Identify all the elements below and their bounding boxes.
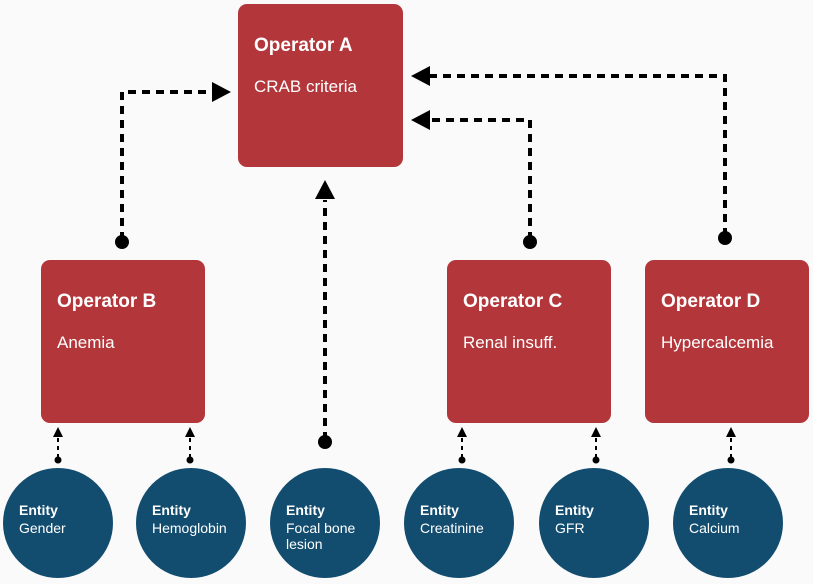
arrowhead-d-to-a — [411, 66, 430, 86]
entity-name: Hemoglobin — [152, 520, 227, 536]
arrowhead-c-to-a — [411, 110, 430, 130]
operator-c-box[interactable]: Operator C Renal insuff. — [447, 260, 611, 423]
connector-b-to-a — [120, 90, 214, 240]
entity-label: Entity — [689, 502, 728, 518]
arrowhead-hemoglobin-to-b — [185, 427, 195, 437]
arrowhead-gfr-to-c — [591, 427, 601, 437]
operator-a-title: Operator A — [254, 35, 353, 56]
arrowhead-calcium-to-d — [726, 427, 736, 437]
operator-d-title: Operator D — [661, 291, 761, 312]
operator-b-box[interactable]: Operator B Anemia — [41, 260, 205, 423]
entity-label: Entity — [555, 502, 594, 518]
operator-d-box[interactable]: Operator D Hypercalcemia — [645, 260, 809, 423]
source-dot-gender — [54, 456, 62, 464]
connector-d-to-a — [428, 74, 727, 236]
entity-label: Entity — [19, 502, 58, 518]
arrowhead-focal-bone-lesion-to-a — [315, 180, 335, 199]
source-dot-calcium — [727, 456, 735, 464]
operator-a-subtitle: CRAB criteria — [254, 77, 357, 96]
arrowhead-creatinine-to-c — [457, 427, 467, 437]
source-dot-hemoglobin — [186, 456, 194, 464]
arrowhead-gender-to-b — [53, 427, 63, 437]
entity-creatinine-node[interactable]: Entity Creatinine — [404, 468, 514, 578]
entity-label: Entity — [286, 502, 325, 518]
entity-label: Entity — [420, 502, 459, 518]
entity-focal-bone-lesion-node[interactable]: Entity Focal bone lesion — [270, 468, 380, 578]
source-dot-b — [115, 235, 129, 249]
entity-name: Focal bone lesion — [286, 520, 356, 552]
operator-a-box[interactable]: Operator A CRAB criteria — [238, 4, 403, 167]
operator-b-title: Operator B — [57, 291, 157, 312]
arrowhead-b-to-a — [212, 82, 231, 102]
entity-hemoglobin-node[interactable]: Entity Hemoglobin — [136, 468, 246, 578]
entity-name: Calcium — [689, 520, 740, 536]
entity-gender-node[interactable]: Entity Gender — [3, 468, 113, 578]
entity-gfr-node[interactable]: Entity GFR — [539, 468, 649, 578]
operator-c-subtitle: Renal insuff. — [463, 333, 558, 352]
connector-c-to-a — [428, 118, 532, 240]
source-dot-gfr — [592, 456, 600, 464]
entity-name: Gender — [19, 520, 66, 536]
entity-calcium-node[interactable]: Entity Calcium — [673, 468, 783, 578]
operator-b-subtitle: Anemia — [57, 333, 115, 352]
source-dot-c — [523, 235, 537, 249]
entity-label: Entity — [152, 502, 191, 518]
source-dot-focal-bone-lesion — [318, 435, 332, 449]
source-dot-creatinine — [458, 456, 466, 464]
entity-name: Creatinine — [420, 520, 484, 536]
source-dot-d — [718, 231, 732, 245]
operator-c-title: Operator C — [463, 291, 563, 312]
operator-d-subtitle: Hypercalcemia — [661, 333, 774, 352]
entity-name: GFR — [555, 520, 585, 536]
